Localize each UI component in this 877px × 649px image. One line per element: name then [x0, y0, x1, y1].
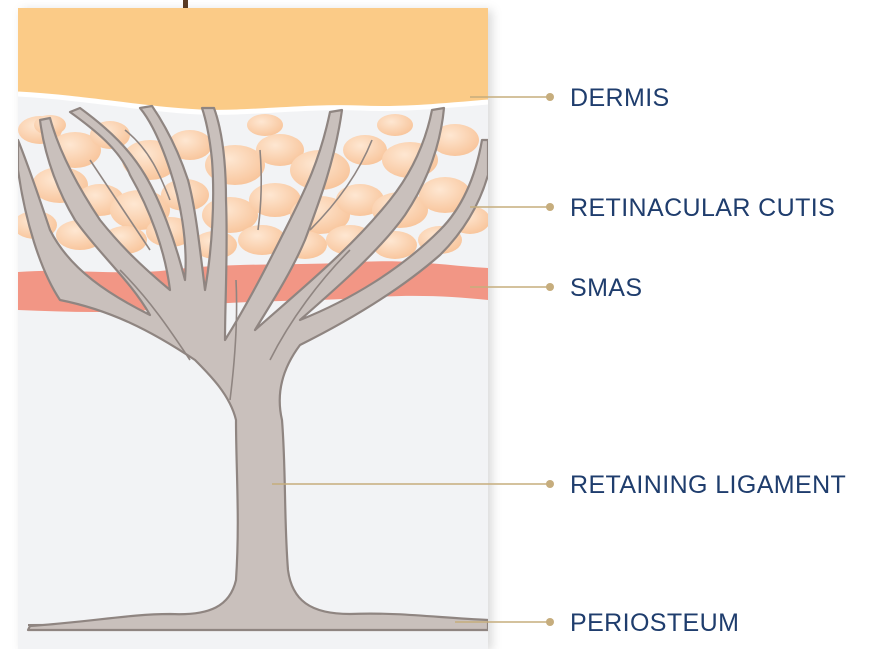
periosteum-leader-dot: [546, 618, 554, 626]
fat-lobule: [377, 114, 413, 136]
smas-label: SMAS: [570, 274, 642, 302]
retinacular-cutis-leader-dot: [546, 203, 554, 211]
dermis-layer: [18, 8, 488, 110]
dermis-label: DERMIS: [570, 84, 670, 112]
dermis-leader-dot: [546, 93, 554, 101]
fat-lobule: [247, 114, 283, 136]
retinacular-cutis-label: RETINACULAR CUTIS: [570, 194, 835, 222]
retaining-ligament-label: RETAINING LIGAMENT: [570, 471, 846, 499]
periosteum-label: PERIOSTEUM: [570, 609, 739, 637]
fat-lobule: [343, 135, 387, 165]
retaining-ligament-leader-dot: [546, 480, 554, 488]
smas-leader-dot: [546, 283, 554, 291]
tissue-panel: [13, 8, 490, 649]
